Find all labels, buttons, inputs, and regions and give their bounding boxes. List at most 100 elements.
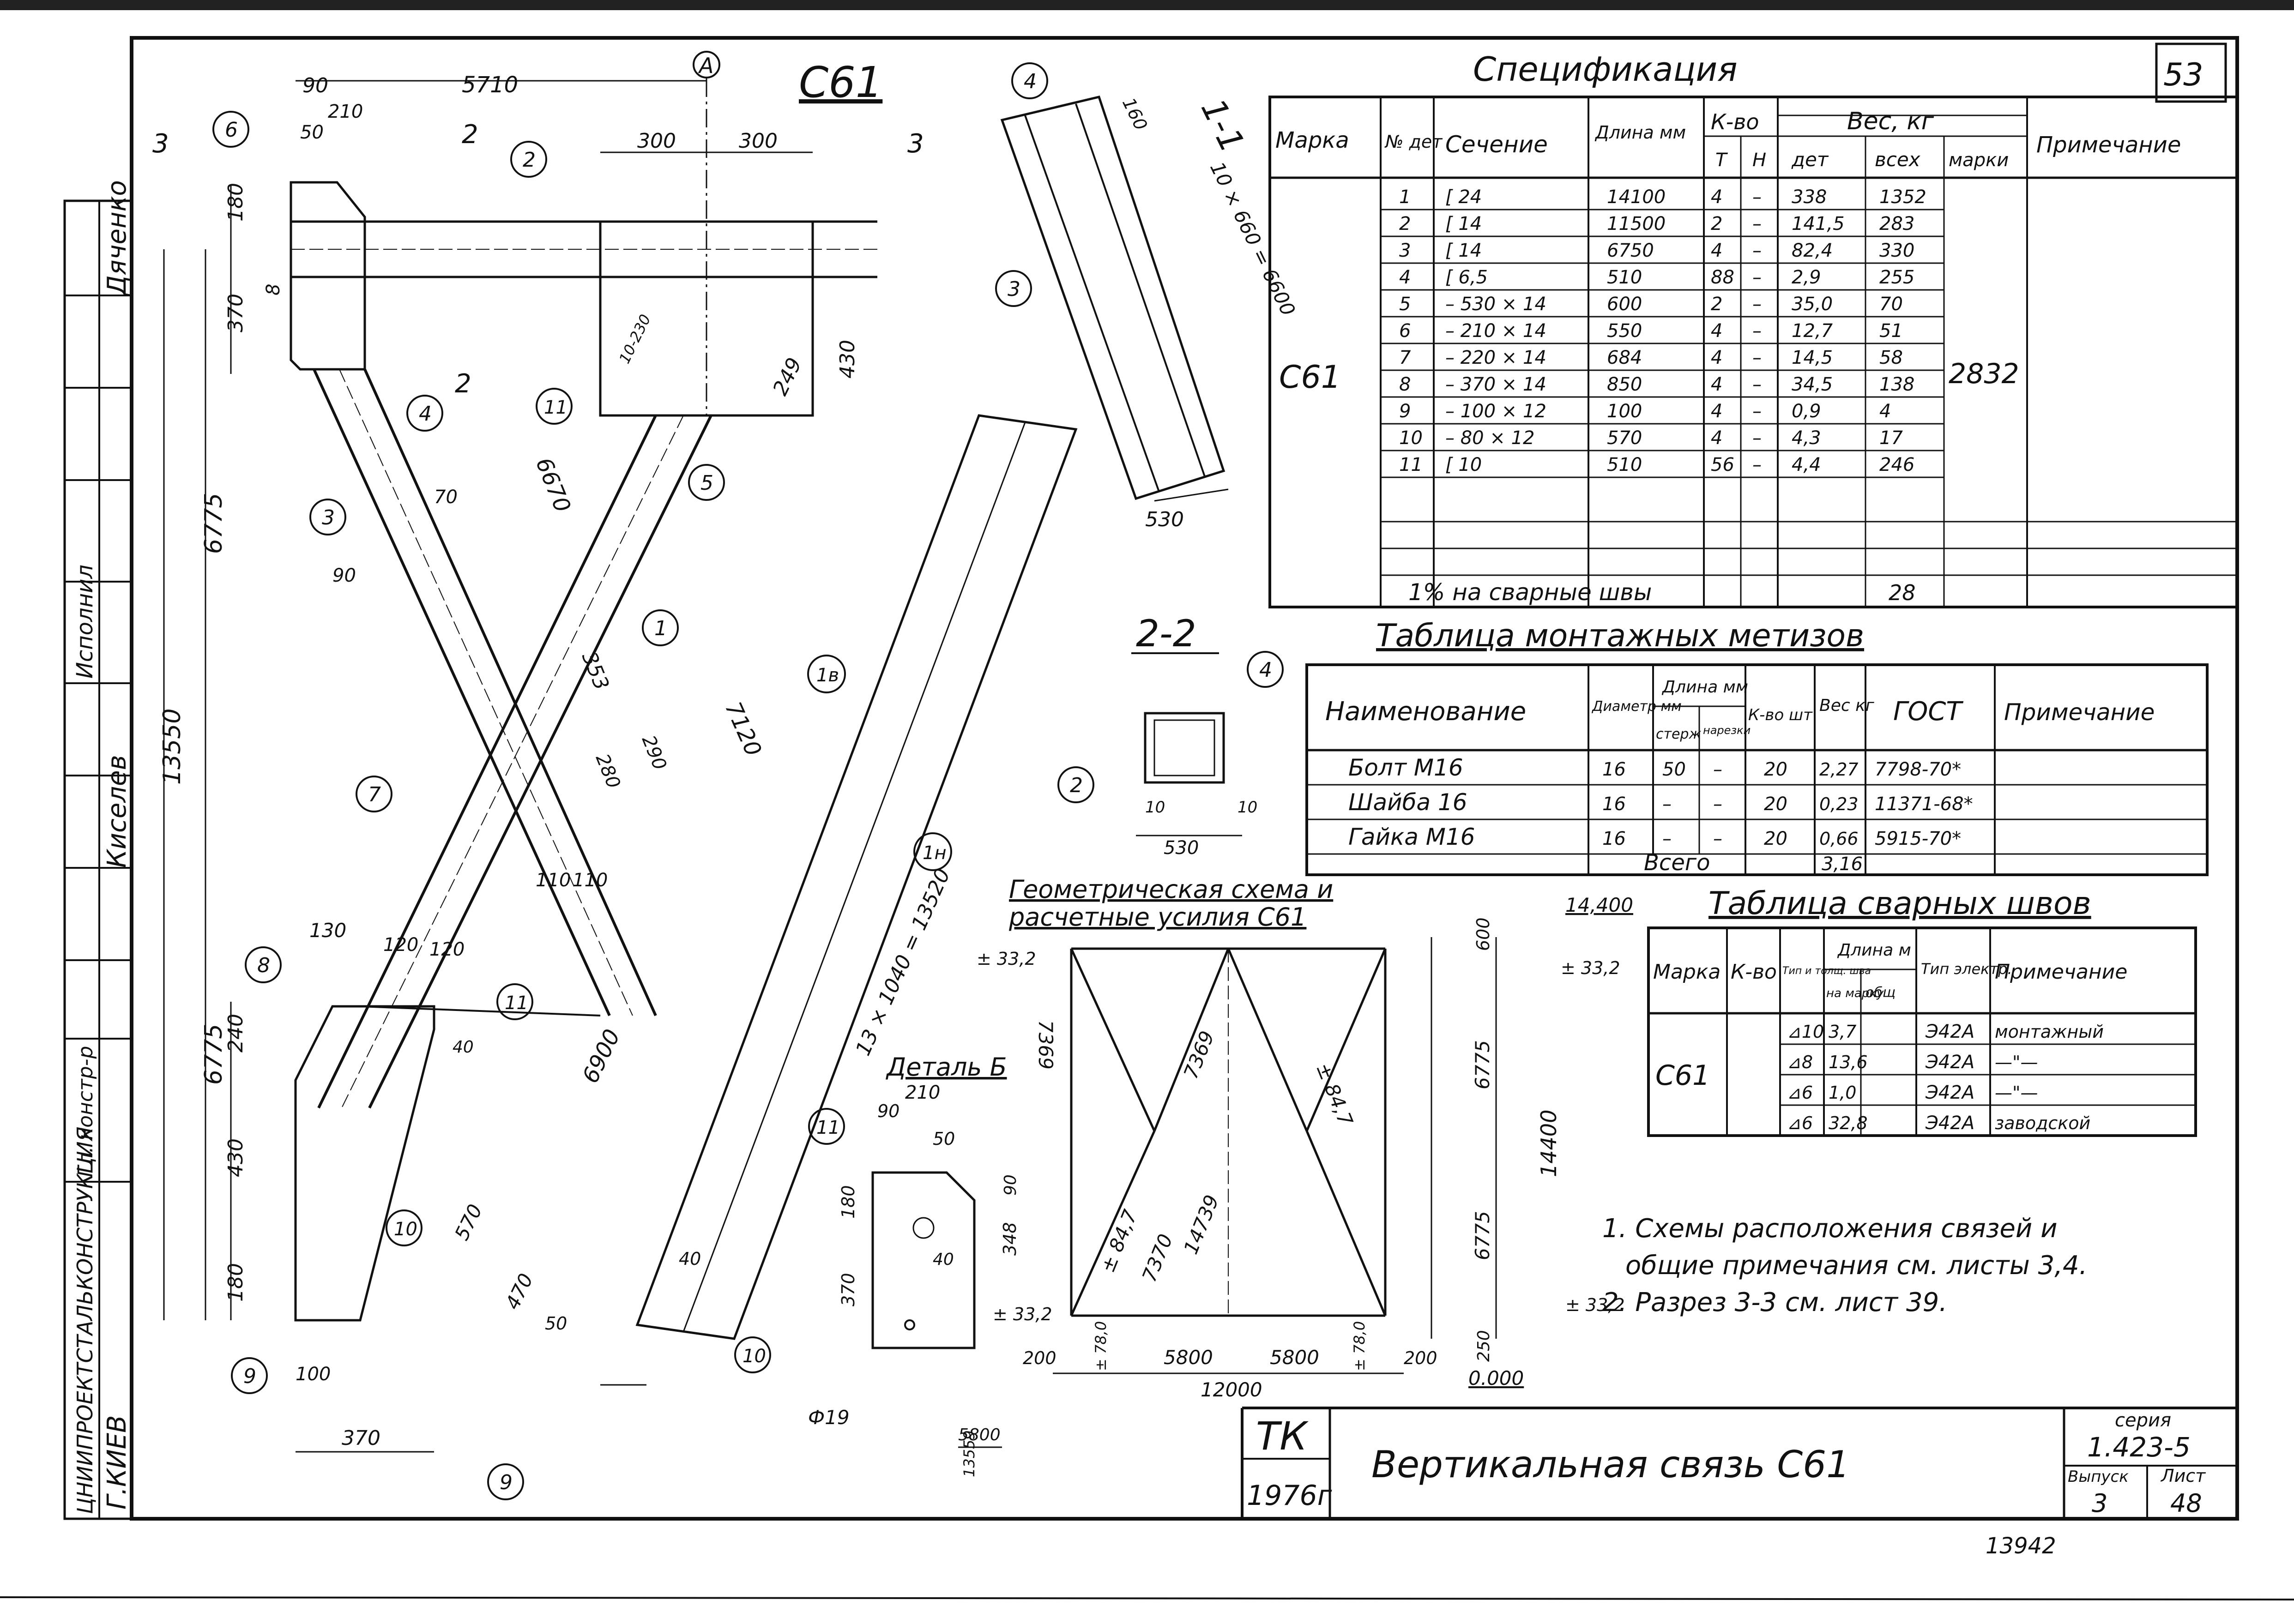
spec-h-mark: Марка <box>1275 127 1349 153</box>
spec-cell-weight: 82,4 <box>1792 240 1833 261</box>
callout-11c: 11 <box>808 1108 845 1145</box>
specification-table: 53 Спецификация Марка № дет Сечение Длин… <box>1268 42 2239 608</box>
fast-cell-gost: 11371-68* <box>1875 794 1973 815</box>
spec-cell-weight: 12,7 <box>1792 320 1833 342</box>
dim-100: 100 <box>296 1364 331 1385</box>
spec-cell-all: 1352 <box>1879 186 1926 208</box>
spec-cell-n: – <box>1752 454 1762 475</box>
spec-cell-n: – <box>1752 347 1762 368</box>
fast-cell-weight: 0,23 <box>1819 794 1859 814</box>
svg-text:4: 4 <box>1259 658 1272 682</box>
geom-force-rt: ± 33,2 <box>1561 958 1620 978</box>
geom-d14739: 14739 <box>1179 1192 1223 1257</box>
spec-cell-section: – 220 × 14 <box>1445 347 1546 368</box>
spec-cell-no: 2 <box>1399 213 1411 235</box>
dim-6775b: 6775 <box>200 1024 228 1085</box>
spec-cell-no: 1 <box>1399 186 1411 208</box>
note-line-1: 1. Схемы расположения связей и <box>1602 1214 2057 1244</box>
svg-text:1н: 1н <box>923 842 947 864</box>
fast-h-thread: нарезки <box>1703 724 1751 737</box>
callout-7: 7 <box>356 776 392 812</box>
welds-h-mark: Марка <box>1653 960 1720 984</box>
dim-13550: 13550 <box>158 709 186 785</box>
detail-title: Деталь Б <box>886 1053 1007 1082</box>
svg-text:4: 4 <box>419 402 432 426</box>
fast-cell-name: Гайка М16 <box>1348 824 1475 850</box>
fast-cell-name: Шайба 16 <box>1348 789 1467 816</box>
left-stamp: Дяченко Киселев Гл. констр-р Исполнил ЦН… <box>63 180 133 1520</box>
spec-h-w-mark: марки <box>1949 150 2009 171</box>
geom-force-rb: ± 33,2 <box>1565 1295 1625 1315</box>
callout-9b: 9 <box>487 1463 524 1500</box>
spec-cell-n: – <box>1752 294 1762 315</box>
s22-dim-530: 530 <box>1164 837 1199 859</box>
dim-90: 90 <box>302 74 328 97</box>
spec-cell-section: – 80 × 12 <box>1445 427 1534 449</box>
dim-6900: 6900 <box>577 1025 625 1087</box>
fast-h-gost: ГОСТ <box>1893 697 1963 727</box>
dim-353: 353 <box>577 649 614 693</box>
tb-tk: ТК <box>1256 1413 1309 1459</box>
fast-cell-dia: 16 <box>1602 759 1626 780</box>
callout-5: 5 <box>688 464 725 501</box>
spec-cell-t: 4 <box>1711 427 1722 449</box>
fast-cell-weight: 0,66 <box>1819 829 1859 849</box>
s22-dim-10b: 10 <box>1238 798 1257 817</box>
geometry-scheme: Геометрическая схема и расчетные усилия … <box>977 875 1633 1401</box>
fast-cell-gost: 7798-70* <box>1875 759 1961 780</box>
fast-cell-weight: 2,27 <box>1819 759 1859 780</box>
spec-cell-weight: 34,5 <box>1792 374 1833 395</box>
fast-h-len: Длина мм <box>1661 678 1748 697</box>
tb-issue-label: Выпуск <box>2068 1468 2129 1486</box>
spec-welds-label: 1% на сварные швы <box>1408 579 1652 606</box>
spec-h-w-part: дет <box>1791 148 1829 171</box>
spec-cell-section: – 370 × 14 <box>1445 374 1546 395</box>
section-2-2: 2-2 10 10 530 4 2 <box>1057 612 1284 859</box>
spec-cell-length: 100 <box>1607 401 1642 422</box>
spec-cell-n: – <box>1752 427 1762 449</box>
spec-cell-weight: 35,0 <box>1792 294 1833 315</box>
dim-430b: 430 <box>224 1138 248 1177</box>
dim-130: 130 <box>309 919 346 942</box>
dim-470: 470 <box>501 1270 537 1313</box>
geom-d200a: 200 <box>1023 1348 1056 1368</box>
geom-d5800b: 5800 <box>1270 1346 1319 1369</box>
svg-text:3: 3 <box>1008 277 1020 301</box>
weld-cell-note: —"— <box>1995 1083 2038 1103</box>
spec-cell-length: 14100 <box>1607 186 1666 208</box>
fast-h-rod: стерж <box>1656 726 1702 742</box>
spec-welds-value: 28 <box>1889 580 1916 605</box>
tb-name: Вертикальная связь С61 <box>1371 1443 1850 1486</box>
svg-text:11: 11 <box>505 992 528 1014</box>
weld-cell-type: ⊿10 <box>1787 1022 1824 1042</box>
fast-h-name: Наименование <box>1325 697 1526 727</box>
spec-h-section: Сечение <box>1445 131 1548 158</box>
note-line-2: общие примечания см. листы 3,4. <box>1625 1251 2087 1281</box>
spec-h-note: Примечание <box>2036 132 2181 158</box>
dim-6670: 6670 <box>531 454 576 516</box>
spec-cell-section: – 210 × 14 <box>1445 320 1546 342</box>
welds-table: Таблица сварных швов Марка К-во Тип и то… <box>1647 885 2197 1137</box>
spec-cell-length: 684 <box>1607 347 1642 368</box>
spec-cell-weight: 141,5 <box>1792 213 1845 235</box>
spec-cell-no: 3 <box>1399 240 1411 261</box>
stamp-role-1: Гл. констр-р <box>74 1046 97 1177</box>
fast-total-label: Всего <box>1644 850 1710 876</box>
dim-7120: 7120 <box>720 698 767 760</box>
s22-dim-10a: 10 <box>1145 798 1165 817</box>
spec-mark: С61 <box>1279 359 1341 396</box>
axis-label: А <box>698 53 713 78</box>
fast-cell-dia: 16 <box>1602 828 1626 849</box>
callout-6: 6 <box>212 111 249 148</box>
weld-cell-len: 1,0 <box>1829 1083 1856 1103</box>
spec-h-w-all: всех <box>1875 148 1921 171</box>
db-phi: Ф19 <box>808 1406 850 1429</box>
stamp-org: ЦНИИПРОЕКТСТАЛЬКОНСТРУКЦИЯ <box>72 1127 97 1515</box>
section-3-mark-left: 3 <box>152 129 169 159</box>
dim-120a: 120 <box>383 934 418 956</box>
geom-title-1: Геометрическая схема и <box>1009 875 1333 904</box>
geom-f847a: ± 84,7 <box>1096 1206 1142 1275</box>
spec-cell-no: 9 <box>1399 401 1411 422</box>
db-210: 210 <box>905 1082 940 1103</box>
